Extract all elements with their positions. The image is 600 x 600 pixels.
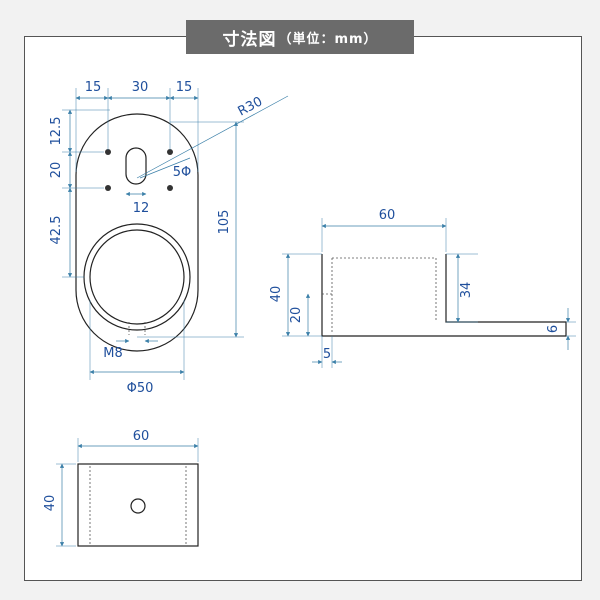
bottom-bolt-hole [130,498,146,514]
front-outline [75,113,199,352]
drawing-frame [24,36,582,581]
r30-leader [136,95,289,179]
center-slot [125,147,147,185]
side-dim-width: 60 [379,208,396,223]
dim-h-holes: 20 [49,162,64,179]
bottom-outline [77,463,199,547]
unit-note: （単位：mm） [278,31,378,47]
bottom-view: 60 40 [43,429,199,547]
front-view: 15 30 15 R30 12.5 20 42.5 105 5Φ 12 M8 [49,80,289,396]
dim-slot-width: 12 [133,201,150,216]
ring-inner [89,229,185,325]
dim-hole-diameter: 5Φ [173,165,192,180]
side-dim-height: 40 [269,286,284,303]
ring-outer [83,223,191,331]
mount-hole-tl [105,149,111,155]
dim-total-height: 105 [217,210,232,235]
side-profile [321,254,567,337]
dim-w-mid: 30 [132,80,149,95]
dim-w-right: 15 [176,80,193,95]
title-badge: 寸法図 （単位：mm） [186,20,414,54]
side-view: 60 40 20 34 5 6 [269,208,576,368]
side-dim-inner-height: 34 [459,282,474,299]
dim-radius: R30 [236,94,266,119]
dim-h-lower: 42.5 [49,216,64,245]
mount-hole-br [167,185,173,191]
side-dim-thread-height: 20 [289,307,304,324]
dim-h-top: 12.5 [49,117,64,146]
dim-thread: M8 [103,346,123,361]
dim-ring-diameter: Φ50 [127,381,154,396]
bottom-dim-height: 40 [43,495,58,512]
side-dim-flange: 6 [546,325,561,333]
page-title: 寸法図 [222,29,277,50]
mount-hole-bl [105,185,111,191]
bottom-dim-width: 60 [133,429,150,444]
side-dim-thickness: 5 [323,347,331,362]
mount-hole-tr [167,149,173,155]
dim-w-left: 15 [85,80,102,95]
